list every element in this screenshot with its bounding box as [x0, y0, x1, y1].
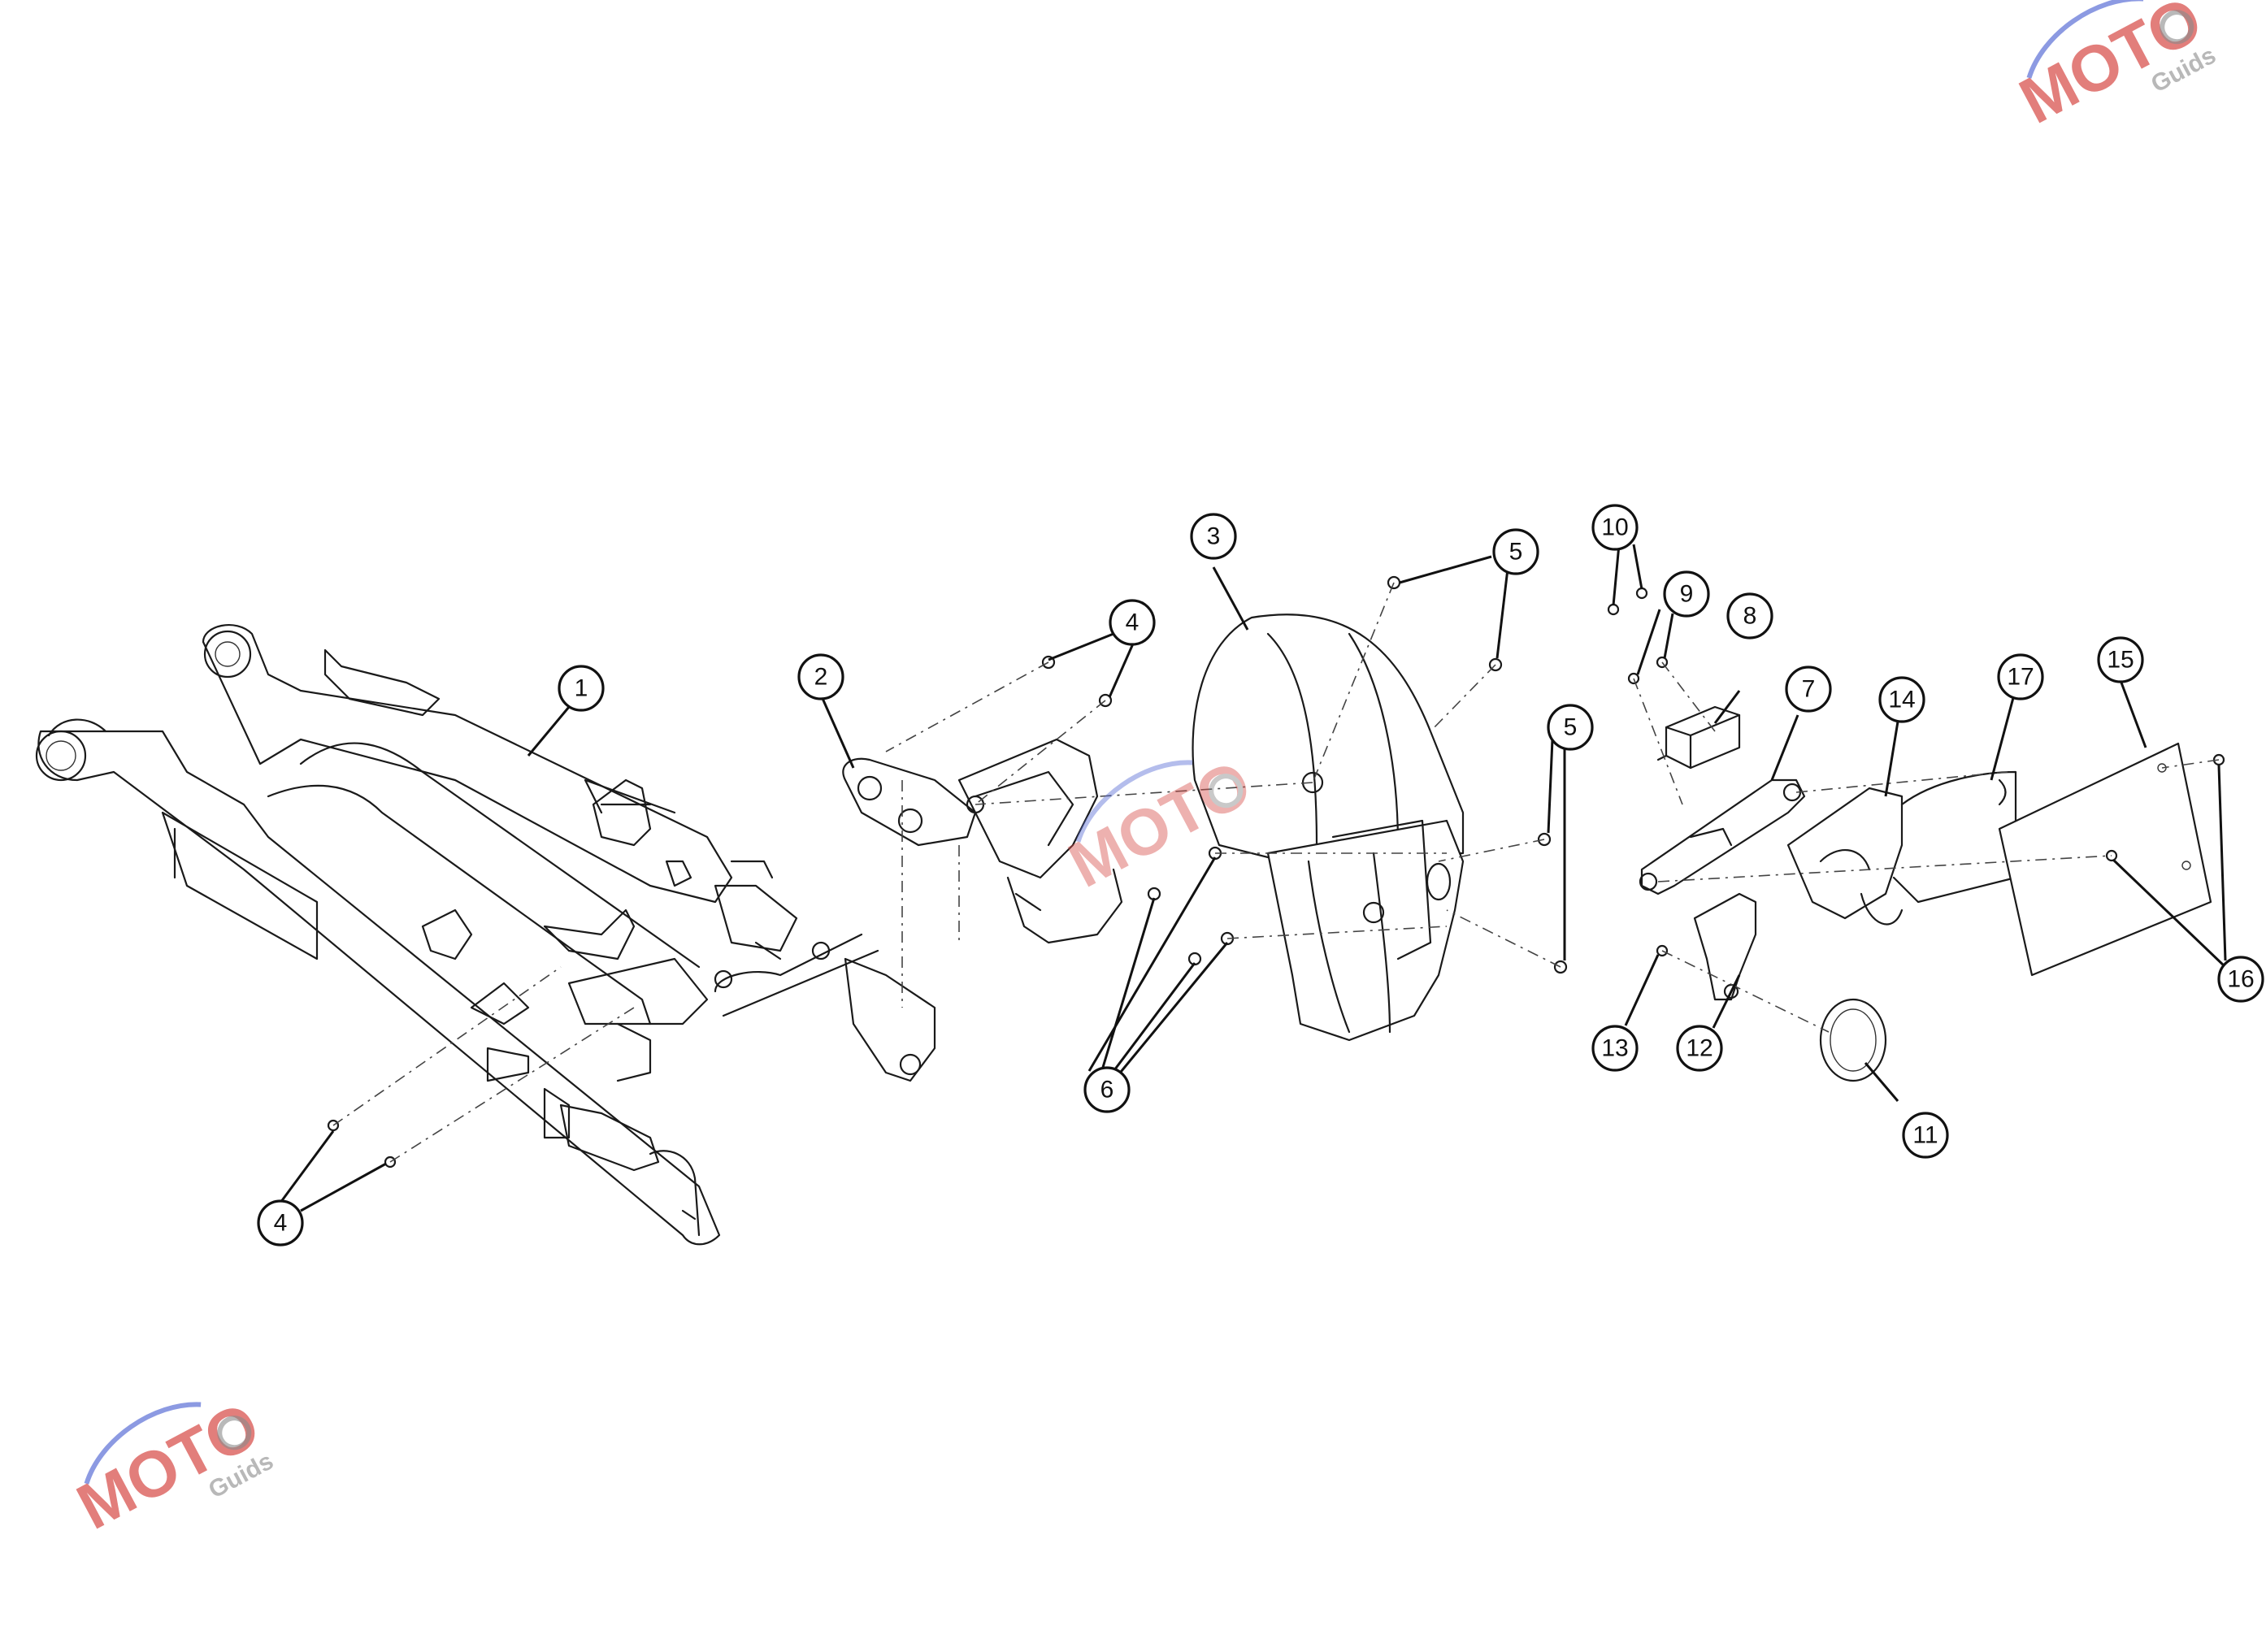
round-reflector — [1819, 998, 1887, 1082]
callout-8: 8 — [1726, 592, 1773, 640]
callout-3: 3 — [1190, 513, 1237, 560]
callout-12: 12 — [1676, 1025, 1723, 1072]
watermark-logo-center: MOTO — [1057, 746, 1262, 901]
plate-holder — [1892, 770, 2017, 904]
rear-fender — [1192, 614, 1465, 1042]
callout-4-upper-label: 4 — [1126, 609, 1140, 636]
callout-6: 6 — [1083, 1066, 1131, 1113]
callout-5-upper: 5 — [1492, 528, 1539, 575]
callout-5-lower: 5 — [1547, 704, 1594, 751]
mount-bracket — [842, 738, 1123, 944]
watermark-logo-top-right: MOTO Guids — [2008, 0, 2220, 137]
watermark-brand-center: MOTO — [1057, 746, 1262, 901]
callout-17: 17 — [1997, 653, 2044, 700]
callout-8-label: 8 — [1743, 603, 1757, 630]
callout-2: 2 — [797, 653, 844, 700]
callout-1-label: 1 — [575, 675, 588, 702]
callout-5-lower-label: 5 — [1564, 714, 1578, 741]
callout-7: 7 — [1785, 666, 1832, 713]
license-plate — [1998, 742, 2212, 977]
leader-lines — [279, 544, 2227, 1212]
callout-15: 15 — [2097, 636, 2144, 683]
license-bracket-bar — [1639, 778, 1806, 895]
callout-2-label: 2 — [814, 664, 828, 691]
gear-icon — [217, 1416, 252, 1450]
gear-icon — [1209, 774, 1244, 809]
callout-9-label: 9 — [1680, 581, 1694, 608]
lamp-housing — [1786, 787, 1904, 926]
swingarm-frame — [35, 624, 936, 1246]
callout-6-label: 6 — [1100, 1077, 1114, 1104]
callout-4-lower-label: 4 — [274, 1210, 288, 1237]
callout-16-label: 16 — [2227, 966, 2254, 993]
callout-1: 1 — [558, 665, 605, 712]
callout-14: 14 — [1878, 676, 1925, 723]
callout-11: 11 — [1902, 1112, 1949, 1159]
callout-10-label: 10 — [1601, 514, 1628, 541]
callout-11-label: 11 — [1912, 1122, 1938, 1149]
reflector-bracket — [1693, 892, 1757, 1001]
callout-17-label: 17 — [2007, 664, 2034, 691]
callout-15-label: 15 — [2107, 647, 2134, 674]
callout-12-label: 12 — [1686, 1035, 1713, 1062]
gear-icon — [2160, 10, 2194, 45]
callout-4-lower: 4 — [257, 1199, 304, 1247]
callout-5-upper-label: 5 — [1509, 539, 1523, 566]
callout-13: 13 — [1591, 1025, 1639, 1072]
light-cap — [1656, 705, 1741, 770]
callout-4-upper: 4 — [1109, 599, 1156, 646]
callout-9: 9 — [1663, 570, 1710, 618]
callout-3-label: 3 — [1207, 523, 1221, 550]
assembly-lines — [332, 582, 2220, 1163]
callout-10: 10 — [1591, 504, 1639, 551]
callout-13-label: 13 — [1601, 1035, 1628, 1062]
callout-16: 16 — [2217, 956, 2264, 1003]
callout-7-label: 7 — [1802, 676, 1816, 703]
callout-14-label: 14 — [1888, 687, 1915, 713]
watermark-logo-bottom-left: MOTO Guids — [66, 1388, 278, 1543]
